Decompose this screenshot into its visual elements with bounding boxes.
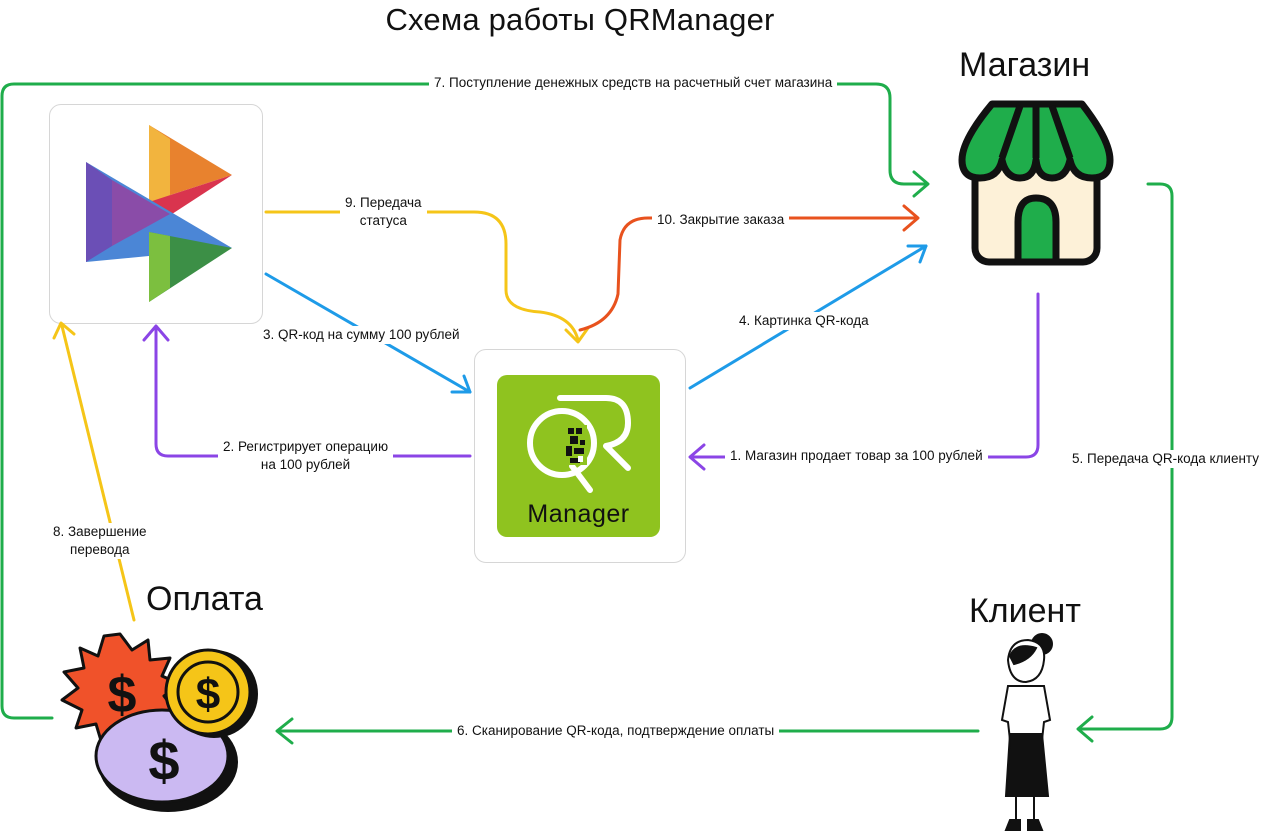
edge-9-label-line2: статуса xyxy=(359,213,407,228)
edge-9-arrowhead xyxy=(564,326,590,344)
edge-4-label: 4. Картинка QR-кода xyxy=(734,312,874,330)
bank-logo-icon xyxy=(86,125,232,302)
edge-2-line xyxy=(154,326,472,458)
edge-2-label-line1: 2. Регистрирует операцию xyxy=(223,439,389,454)
edge-6-label: 6. Сканирование QR-кода, подтверждение о… xyxy=(452,722,780,740)
edge-9-label: 9. Передача статуса xyxy=(340,194,427,230)
edge-8-label: 8. Завершение перевода xyxy=(48,523,152,559)
qrmanager-logo-icon xyxy=(497,375,660,537)
edge-2-label-line2: на 100 рублей xyxy=(260,457,351,472)
shop-label: Магазин xyxy=(959,46,1091,84)
edge-8-arrowhead xyxy=(52,321,76,340)
edge-5-label: 5. Передача QR-кода клиенту xyxy=(1067,450,1264,468)
edge-7-line xyxy=(0,82,928,720)
edge-2-arrowhead xyxy=(142,324,170,342)
diagram-title: Схема работы QRManager xyxy=(385,2,775,37)
svg-text:$: $ xyxy=(196,670,220,719)
edge-8-line xyxy=(60,324,136,622)
client-icon xyxy=(1000,633,1053,831)
edge-10-arrowhead xyxy=(902,204,920,232)
edge-3-arrowhead xyxy=(450,374,472,394)
payment-money-icon: $ $ $ xyxy=(60,632,258,812)
edge-8-label-line2: перевода xyxy=(70,542,130,557)
edge-10-label: 10. Закрытие заказа xyxy=(652,211,790,229)
qrmanager-logo-text: Manager xyxy=(527,500,630,528)
edge-6-arrowhead xyxy=(275,717,294,745)
payment-label: Оплата xyxy=(146,580,263,618)
edge-9-line xyxy=(264,210,580,342)
edge-2-label: 2. Регистрирует операцию на 100 рублей xyxy=(218,438,394,474)
edge-7-label: 7. Поступление денежных средств на расче… xyxy=(429,74,838,92)
edge-5-arrowhead xyxy=(1076,715,1094,743)
edge-3-label: 3. QR-код на сумму 100 рублей xyxy=(258,326,465,344)
edge-9-label-line1: 9. Передача xyxy=(345,195,422,210)
edge-1-arrowhead xyxy=(688,443,706,471)
edge-8-label-line1: 8. Завершение xyxy=(53,524,147,539)
shop-icon xyxy=(958,100,1114,266)
svg-text:$: $ xyxy=(148,729,179,792)
edge-4-arrowhead xyxy=(906,244,928,264)
edge-7-arrowhead xyxy=(912,170,930,198)
client-label: Клиент xyxy=(969,592,1081,630)
edge-1-line xyxy=(690,292,1040,459)
edge-10-line xyxy=(578,216,918,332)
edge-1-label: 1. Магазин продает товар за 100 рублей xyxy=(725,447,988,465)
